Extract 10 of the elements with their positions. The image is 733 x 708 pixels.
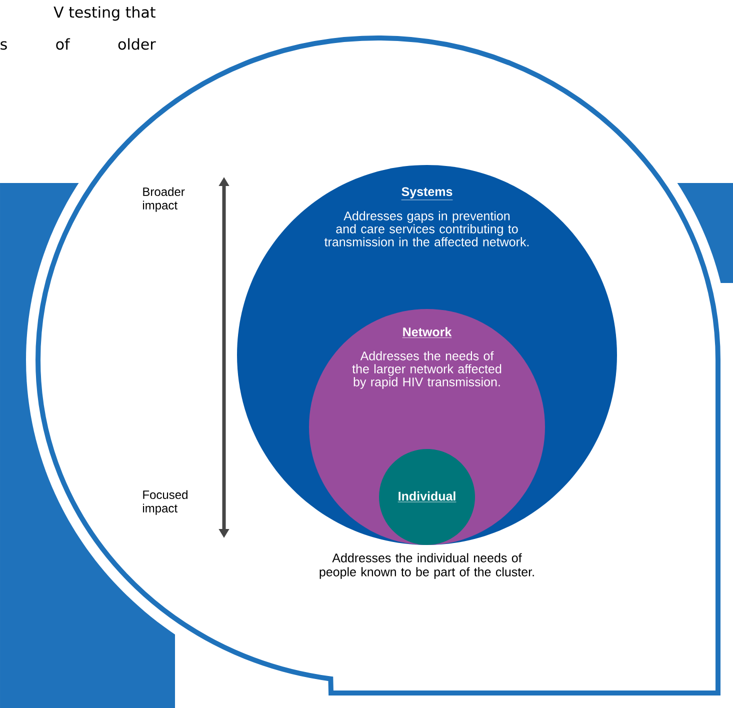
caption-text: Addresses the individual needs of people known to be part of the cluster. — [320, 553, 534, 579]
circle-text: Addresses the needs of the larger network affected by rapid HIV transmission. — [352, 351, 502, 389]
paragraph-text: V testing that — [54, 6, 156, 21]
paragraph-text: s of older — [0, 38, 156, 50]
circle-text: Addresses gaps in prevention and care services contributing to transmission in the affected network. — [324, 211, 529, 246]
axis-label: Broader impact — [143, 187, 185, 212]
axis-label: Focused impact — [143, 490, 188, 515]
circle-heading: Network — [402, 327, 452, 338]
circle-heading: Systems — [401, 187, 453, 200]
circle-heading: Individual — [398, 491, 456, 502]
